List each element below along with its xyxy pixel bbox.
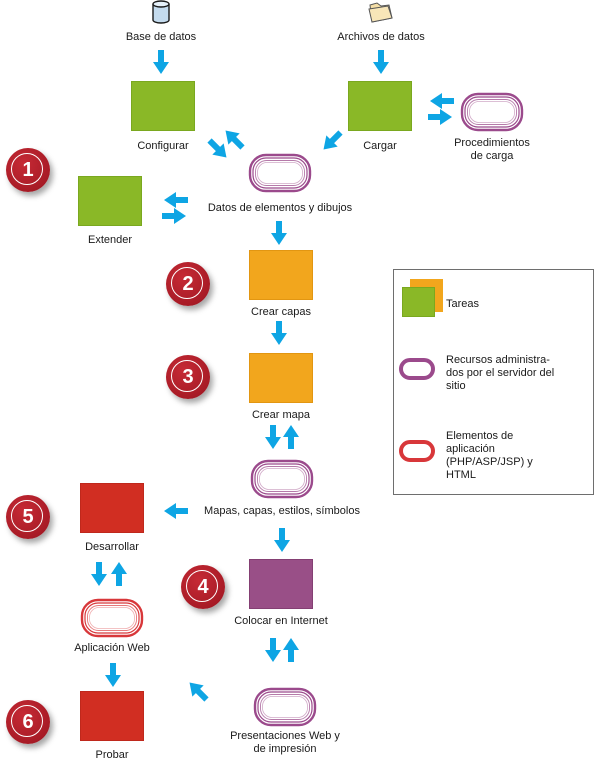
arrow-files-to-load	[373, 50, 389, 74]
step-badge-6: 6	[6, 700, 50, 744]
task-create-layers-label: Crear capas	[251, 306, 311, 318]
arrow-db-to-configure	[153, 50, 169, 74]
task-configure-label: Configurar	[137, 140, 189, 152]
arrow-maps-to-develop	[164, 503, 188, 519]
resource-presentations-shape	[253, 687, 317, 727]
arrow-map-to-maps	[265, 425, 281, 449]
legend-resource-swatch	[399, 358, 435, 380]
files-label: Archivos de datos	[337, 31, 425, 43]
folder-icon	[368, 2, 393, 23]
arrow-publish-to-presentations	[265, 638, 281, 662]
arrow-data-to-extend	[164, 192, 188, 208]
label-line: de impresión	[253, 743, 317, 755]
step-number: 5	[22, 506, 34, 528]
resource-maps-label: Mapas, capas, estilos, símbolos	[204, 505, 360, 517]
task-publish-box[interactable]	[249, 559, 313, 609]
legend-resources-label: Recursos administra-dos por el servidor …	[446, 354, 555, 392]
task-load-box[interactable]	[348, 81, 412, 131]
step-badge-2: 2	[166, 262, 210, 306]
database-icon	[152, 0, 170, 24]
resource-feature-data-label: Datos de elementos y dibujos	[207, 202, 353, 214]
resource-load-procedures-shape	[460, 92, 524, 132]
database-label: Base de datos	[125, 31, 197, 43]
task-create-layers-box[interactable]	[249, 250, 313, 300]
step-number: 2	[182, 273, 194, 295]
task-test-label: Probar	[95, 749, 129, 761]
resource-feature-data-shape	[248, 153, 312, 193]
arrow-load-to-procedures	[428, 109, 452, 125]
arrow-presentations-to-test	[183, 676, 213, 706]
step-number: 1	[22, 159, 34, 181]
legend-task-swatch-green	[402, 287, 435, 317]
step-badge-5: 5	[6, 495, 50, 539]
resource-presentations-label: Presentaciones Web y de impresión	[215, 730, 355, 756]
step-badge-1: 1	[6, 148, 50, 192]
step-number: 4	[197, 576, 209, 598]
app-web-application-shape	[80, 598, 144, 638]
task-test-box[interactable]	[80, 691, 144, 741]
arrow-webapp-to-test	[105, 663, 121, 687]
step-number: 3	[182, 366, 194, 388]
resource-maps-shape	[250, 459, 314, 499]
label-line: de carga	[470, 150, 514, 162]
arrow-procedures-to-load	[430, 93, 454, 109]
resource-load-procedures-label: Procedimientos de carga	[442, 137, 542, 163]
legend-app-swatch	[399, 440, 435, 462]
task-configure-box[interactable]	[131, 81, 195, 131]
arrow-develop-to-webapp	[91, 562, 107, 586]
arrow-layers-to-map	[271, 321, 287, 345]
arrow-maps-to-publish	[274, 528, 290, 552]
arrow-webapp-to-develop	[111, 562, 127, 586]
arrow-data-to-layers	[271, 221, 287, 245]
label-line: Presentaciones Web y	[230, 730, 340, 742]
step-number: 6	[22, 711, 34, 733]
step-badge-3: 3	[166, 355, 210, 399]
legend-app-elements-label: Elementos de aplicación (PHP/ASP/JSP) y …	[446, 430, 533, 481]
task-extend-box[interactable]	[78, 176, 142, 226]
legend: Tareas Recursos administra-dos por el se…	[393, 269, 594, 495]
task-publish-label: Colocar en Internet	[234, 615, 328, 627]
arrow-maps-to-map	[283, 425, 299, 449]
task-create-map-box[interactable]	[249, 353, 313, 403]
label-line: Procedimientos	[454, 137, 530, 149]
step-badge-4: 4	[181, 565, 225, 609]
task-extend-label: Extender	[87, 234, 133, 246]
legend-tasks-label: Tareas	[446, 298, 480, 310]
arrow-extend-to-data	[162, 208, 186, 224]
task-create-map-label: Crear mapa	[251, 409, 311, 421]
task-load-label: Cargar	[363, 140, 397, 152]
arrow-presentations-to-publish	[283, 638, 299, 662]
task-develop-box[interactable]	[80, 483, 144, 533]
task-develop-label: Desarrollar	[85, 541, 139, 553]
app-web-application-label: Aplicación Web	[74, 642, 150, 654]
